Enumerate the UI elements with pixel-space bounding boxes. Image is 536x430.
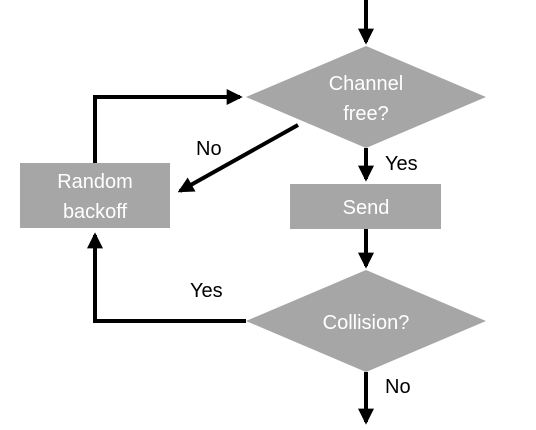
send-step: Send [290, 184, 441, 229]
collision-diamond [246, 270, 486, 372]
channel-yes-label: Yes [385, 153, 418, 175]
collision-decision: Collision? [246, 270, 486, 372]
collision-no-label: No [385, 376, 411, 398]
random-backoff-box [20, 163, 170, 228]
channel-free-label-line1: Channel [329, 73, 404, 95]
random-backoff-step: Random backoff [20, 163, 170, 228]
channel-free-diamond [246, 46, 486, 148]
collision-yes-label: Yes [190, 280, 223, 302]
collision-to-backoff-arrow [87, 232, 246, 323]
no-arrow-to-backoff [177, 123, 299, 193]
channel-free-decision: Channel free? [246, 46, 486, 148]
collision-label: Collision? [323, 312, 410, 334]
random-backoff-label-line1: Random [57, 171, 133, 193]
backoff-to-channel-arrow [93, 89, 243, 163]
send-box [290, 184, 441, 229]
channel-free-label-line2: free? [343, 103, 389, 125]
send-label: Send [343, 197, 390, 219]
channel-no-label: No [196, 138, 222, 160]
random-backoff-label-line2: backoff [63, 201, 128, 223]
